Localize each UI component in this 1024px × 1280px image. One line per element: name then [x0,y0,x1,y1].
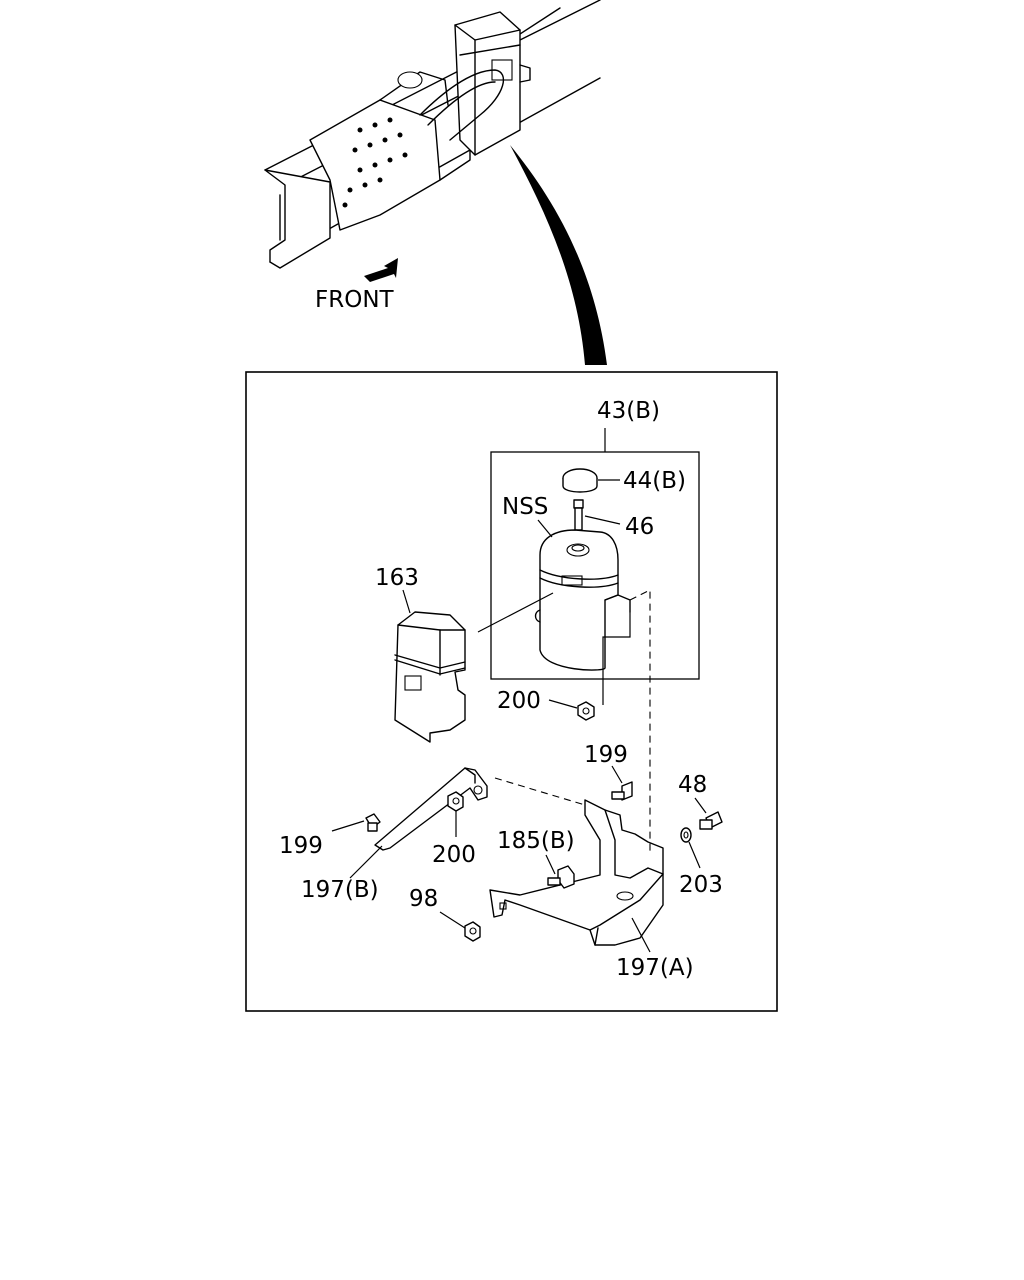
callout-197a: 197(A) [616,955,694,981]
detail-frame [245,371,778,1012]
callout-163: 163 [375,565,419,591]
cap-44b [562,468,598,493]
nut-200-upper [577,701,595,721]
washer-203 [680,827,692,843]
reservoir-tank [534,529,631,671]
callout-48: 48 [678,772,707,798]
callout-203: 203 [679,872,723,898]
bracket-197b [374,767,488,851]
bracket-197a [489,799,664,946]
nut-98 [464,921,481,942]
callout-44b: 44(B) [623,468,686,494]
front-label: FRONT [315,287,395,313]
bolt-199-right [611,781,633,801]
level-sensor-46 [573,499,584,531]
callout-197b: 197(B) [301,877,379,903]
detail-pointer [510,145,607,365]
nut-200-lower [447,791,464,812]
callout-185b: 185(B) [497,828,575,854]
callout-nss: NSS [502,494,548,520]
callout-46: 46 [625,514,654,540]
plate-holes [342,117,408,208]
front-arrow-icon [364,258,398,282]
bolt-185b [547,865,575,889]
callout-199-right: 199 [584,742,628,768]
chassis-frame-view [264,0,601,269]
callout-200-lower: 200 [432,842,476,868]
bolt-48 [699,811,723,830]
callout-98: 98 [409,886,438,912]
callout-43b: 43(B) [597,398,660,424]
bolt-199-left [365,813,381,832]
callout-200-upper: 200 [497,688,541,714]
tank-cover-163 [394,611,466,743]
group-box-43b [490,451,700,680]
callout-199-left: 199 [279,833,323,859]
